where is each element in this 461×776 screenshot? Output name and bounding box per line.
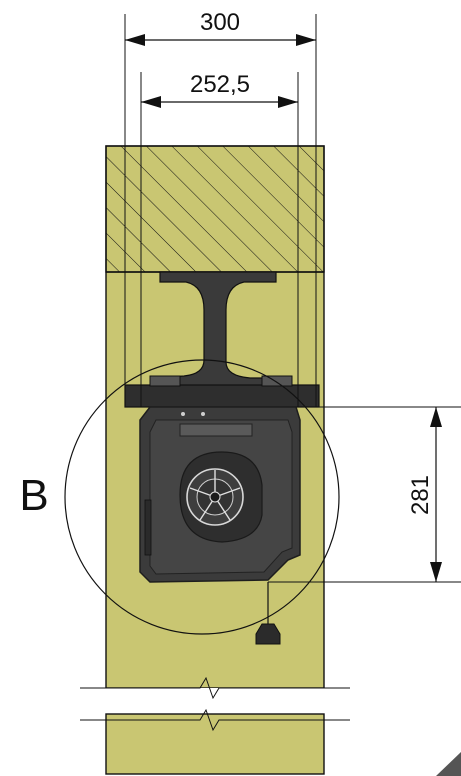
dimension-outer-width: 300 (124, 9, 317, 407)
arrow-bottom (430, 562, 442, 582)
break-line-upper (80, 676, 350, 700)
dimension-value-height: 281 (407, 475, 434, 515)
bolt-left (181, 412, 185, 416)
break-gap-mask (90, 688, 350, 714)
fan-unit (139, 406, 301, 583)
detail-label: B (19, 471, 48, 520)
break-line-lower (80, 708, 350, 732)
corner-fragment (436, 752, 461, 776)
bolt-right (201, 412, 205, 416)
side-panel-left (144, 499, 152, 556)
hatched-concrete-slab (105, 145, 325, 273)
drain-pendant-weight (255, 623, 281, 645)
arrow-right (278, 96, 298, 108)
mounting-clamp-right (261, 375, 293, 387)
arrow-left (125, 34, 145, 46)
dimension-height: 281 (268, 406, 461, 583)
mounting-clamp-left (149, 375, 181, 387)
dimension-inner-width: 252,5 (140, 71, 299, 407)
wall-lower-block (105, 713, 325, 775)
blower-hub (209, 491, 221, 503)
dimension-value-outer: 300 (200, 9, 240, 36)
detail-circle (64, 359, 340, 635)
mounting-plate (124, 384, 320, 408)
arrow-right (296, 34, 316, 46)
dimension-value-inner: 252,5 (190, 71, 250, 98)
unit-top-bracket (179, 423, 253, 437)
arrow-left (141, 96, 161, 108)
arrow-top (430, 407, 442, 427)
